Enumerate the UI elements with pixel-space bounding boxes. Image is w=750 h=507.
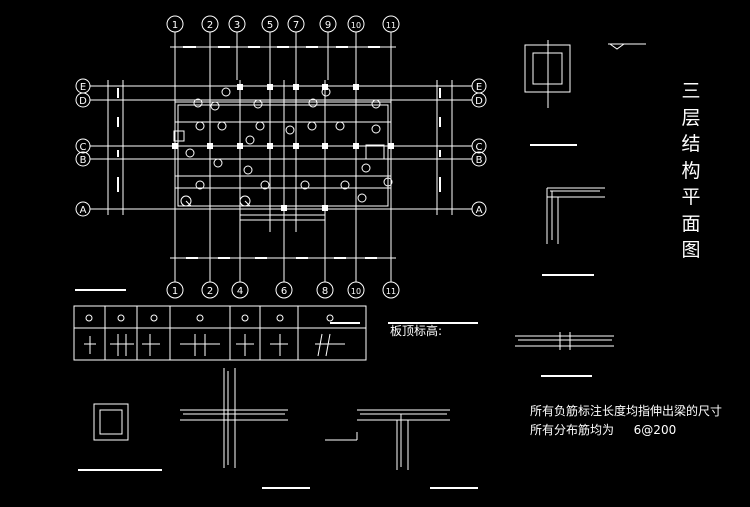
note-line-2: 所有分布筋均为 6@200 <box>530 421 676 438</box>
title-char: 层 <box>681 106 701 129</box>
bottom-axis-5: 8 <box>322 286 328 297</box>
left-axis-a: A <box>80 205 87 216</box>
top-axis-4: 5 <box>267 20 273 31</box>
right-axis-a: A <box>476 205 483 216</box>
top-axis-3: 3 <box>234 20 240 31</box>
title-char: 面 <box>681 212 701 235</box>
title-char: 构 <box>681 159 701 182</box>
right-axis-b: B <box>476 155 483 166</box>
top-axis-5: 7 <box>293 20 299 31</box>
note-line-2-value: 6@200 <box>633 423 677 437</box>
section-details <box>78 40 646 489</box>
title-char: 三 <box>681 80 701 102</box>
floor-plan <box>172 80 394 232</box>
bottom-axis-bubbles <box>166 232 400 299</box>
top-axis-2: 2 <box>207 20 213 31</box>
bottom-axis-6: 10 <box>351 287 361 296</box>
top-axis-8: 11 <box>386 21 396 30</box>
side-axis-bubbles <box>75 78 487 217</box>
top-axis-bubbles <box>166 15 400 80</box>
left-axis-e: E <box>80 82 86 93</box>
drawing-title: 三 层 结 构 平 面 图 <box>681 78 701 264</box>
bottom-axis-7: 11 <box>386 287 396 296</box>
right-axis-c: C <box>476 142 483 153</box>
bottom-axis-1: 1 <box>172 286 178 297</box>
axis-labels: 1 2 3 5 7 9 10 11 1 2 4 6 8 10 11 E D C … <box>79 20 483 297</box>
top-axis-7: 10 <box>351 21 361 30</box>
top-axis-1: 1 <box>172 20 178 31</box>
right-axis-e: E <box>476 82 482 93</box>
title-char: 平 <box>681 186 701 208</box>
left-axis-c: C <box>80 142 87 153</box>
note-line-1: 所有负筋标注长度均指伸出梁的尺寸 <box>530 404 723 418</box>
bottom-axis-3: 4 <box>237 286 243 297</box>
title-char: 结 <box>681 133 701 155</box>
right-axis-d: D <box>475 96 483 107</box>
slab-elevation-label: 板顶标高: <box>390 324 443 338</box>
left-axis-b: B <box>80 155 87 166</box>
bottom-axis-4: 6 <box>281 286 287 297</box>
note-line-2-prefix: 所有分布筋均为 <box>530 423 615 437</box>
left-axis-d: D <box>79 96 87 107</box>
top-axis-6: 9 <box>325 20 331 31</box>
title-char: 图 <box>681 239 701 261</box>
bottom-axis-2: 2 <box>207 286 213 297</box>
detail-table <box>73 289 478 361</box>
